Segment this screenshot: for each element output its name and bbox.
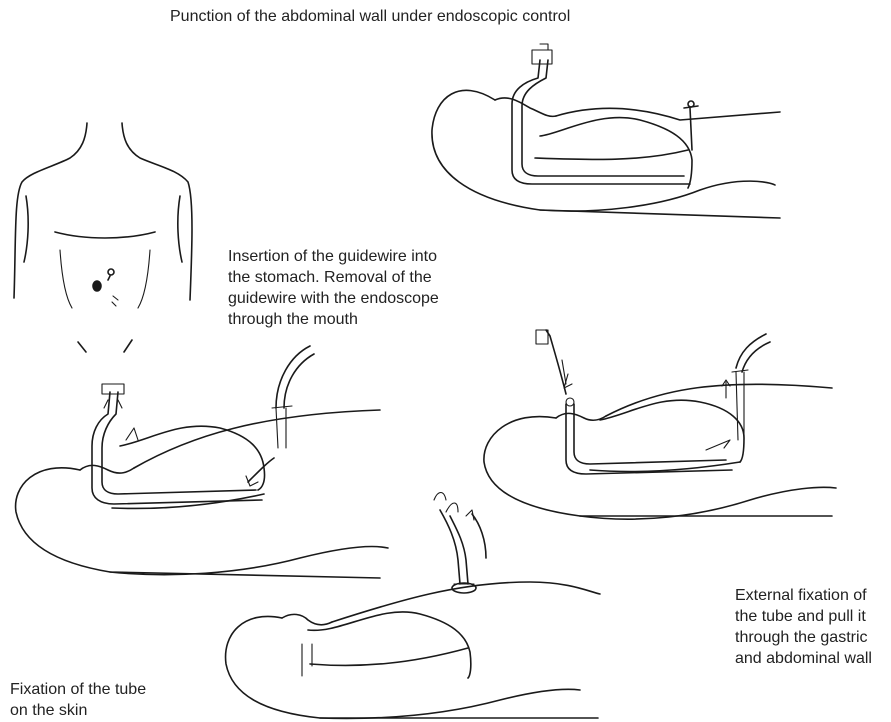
stage-guidewire-sketch <box>16 346 388 578</box>
stage-skin-fixation-sketch <box>226 493 600 719</box>
torso-figure <box>14 123 192 352</box>
stage-puncture-sketch <box>432 44 780 218</box>
stage-pull-sketch <box>484 330 836 519</box>
